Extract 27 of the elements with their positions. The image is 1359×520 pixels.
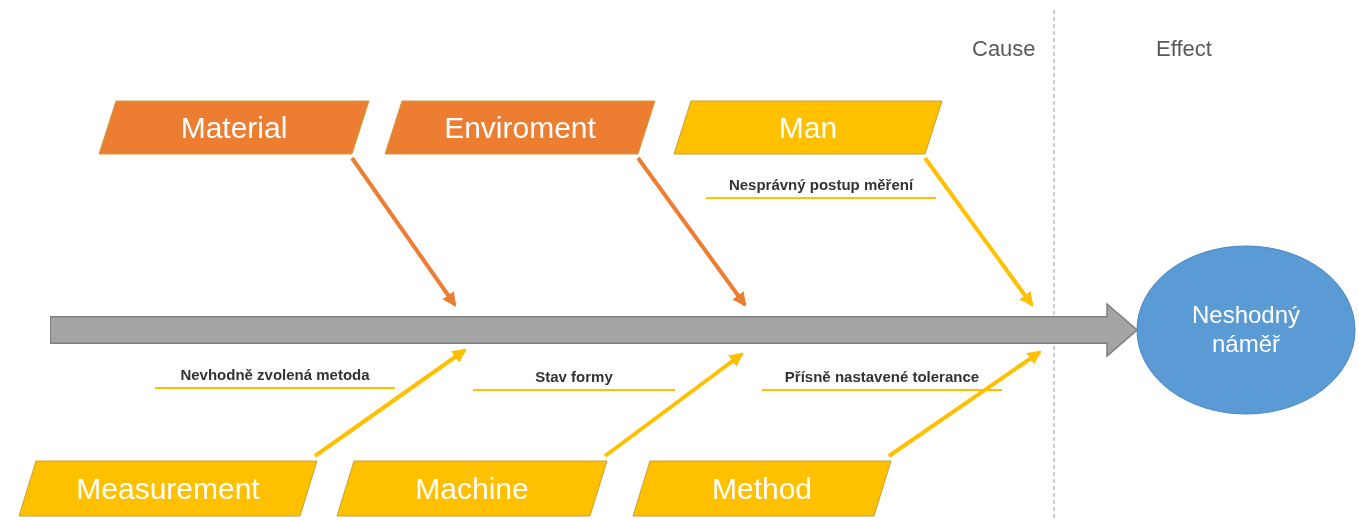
cause-note: Stav formy xyxy=(473,368,675,391)
arrow xyxy=(350,156,457,307)
category-box xyxy=(632,460,892,517)
cause-note: Nevhodně zvolená metoda xyxy=(155,366,395,389)
category-box xyxy=(98,100,370,155)
category-box xyxy=(384,100,656,155)
category-label: Material xyxy=(180,109,288,146)
arrow xyxy=(313,348,467,458)
category-box xyxy=(673,100,943,155)
arrow xyxy=(636,156,747,307)
arrow xyxy=(923,156,1034,307)
arrow xyxy=(887,350,1042,458)
category-label: Enviroment xyxy=(444,109,596,146)
effect-label: Neshodný náměř xyxy=(1190,301,1302,359)
cause-heading: Cause xyxy=(972,36,1036,62)
effect-heading: Effect xyxy=(1156,36,1212,62)
category-box xyxy=(18,460,318,517)
category-label: Man xyxy=(778,109,838,146)
cause-note: Přísně nastavené tolerance xyxy=(762,368,1002,391)
spine-arrow xyxy=(50,303,1138,357)
category-label: Measurement xyxy=(76,470,260,507)
effect-ellipse xyxy=(1136,245,1356,415)
category-label: Method xyxy=(711,470,813,507)
cause-note: Nesprávný postup měření xyxy=(706,176,936,199)
category-box xyxy=(336,460,608,517)
arrow xyxy=(603,352,744,458)
category-label: Machine xyxy=(415,470,529,507)
